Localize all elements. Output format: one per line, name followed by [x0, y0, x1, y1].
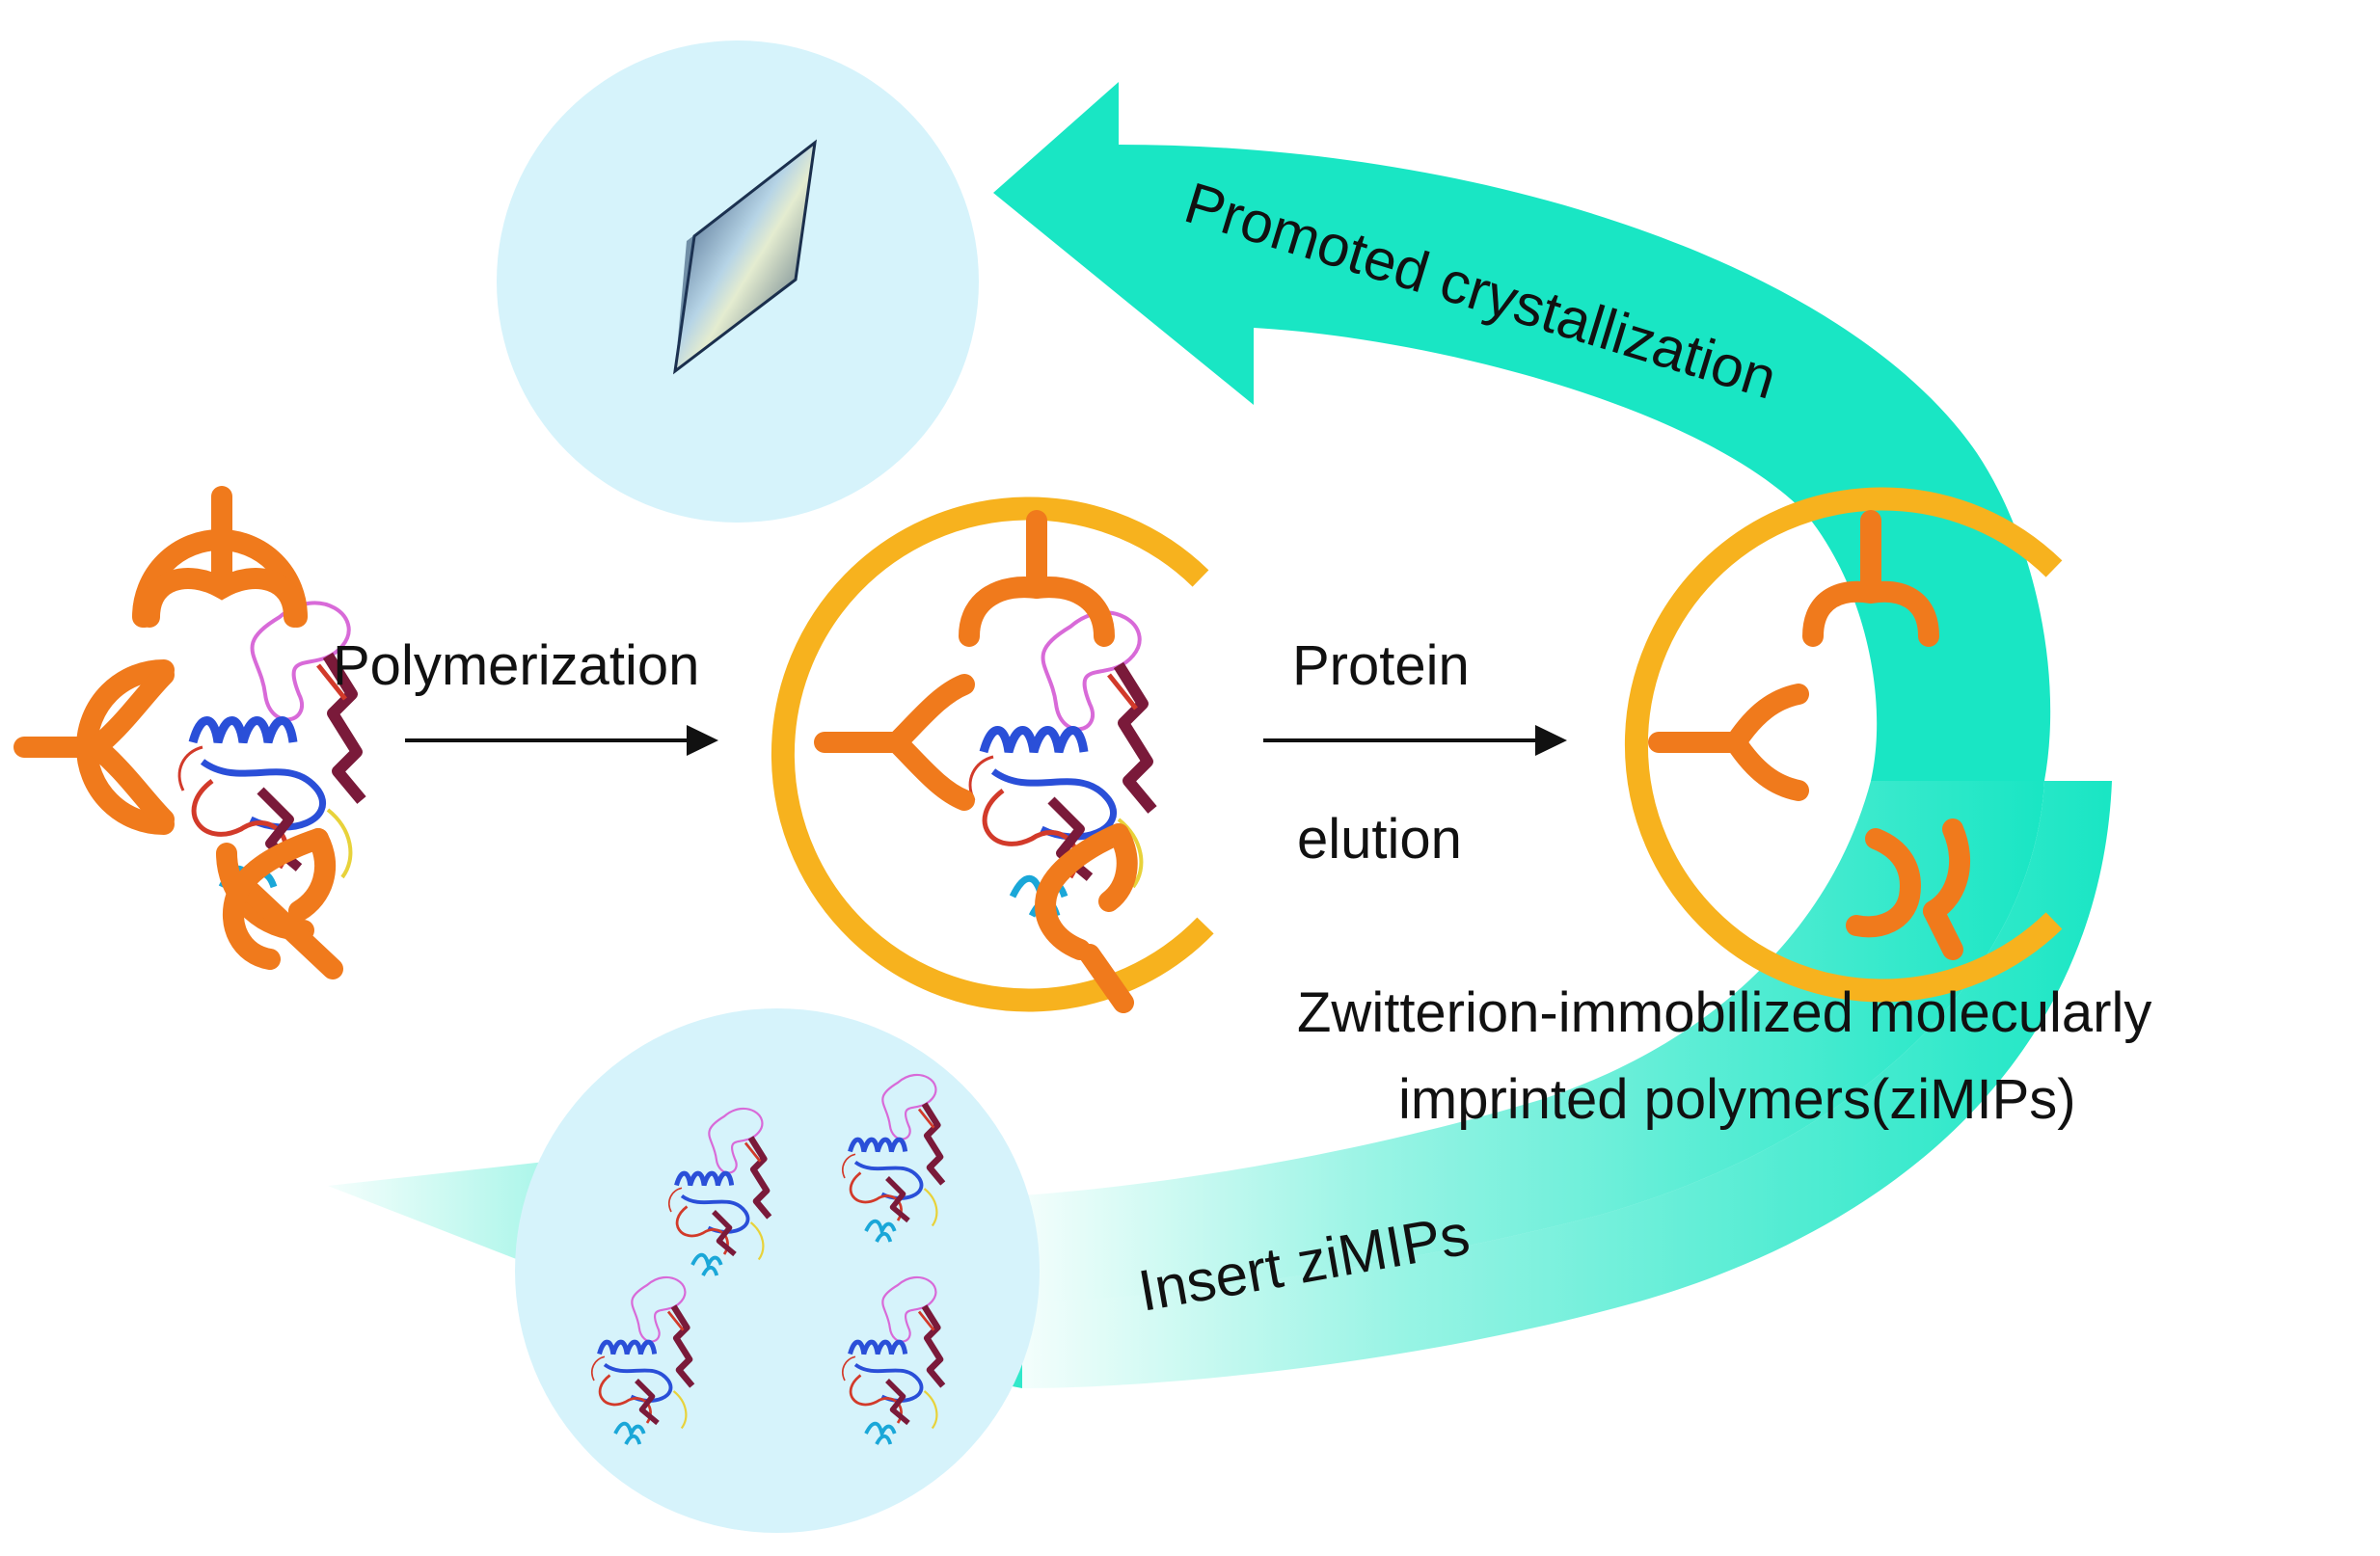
ziMIPs-caption-line1: Zwitterion-immobilized molecularly	[1297, 981, 2151, 1044]
insert-ziMIPs-arrow	[1022, 781, 2112, 1388]
protein-bubble	[515, 1008, 1040, 1533]
promoted-crystallization-arrow	[993, 82, 2051, 781]
protein-elution-arrow	[1263, 725, 1567, 756]
imprinted-polymer-with-template	[771, 496, 1214, 1013]
polymerization-label: Polymerization	[333, 634, 699, 697]
polymer-ring-icon	[771, 496, 1214, 1012]
elution-label: elution	[1297, 808, 1462, 871]
monomer-template-complex	[14, 486, 362, 979]
crystal-icon	[672, 139, 818, 375]
protein-label: Protein	[1292, 634, 1470, 697]
monomer-icon	[14, 486, 343, 979]
polymerization-arrow	[405, 725, 718, 756]
ziMIPs-caption-line2: imprinted polymers(ziMIPs)	[1398, 1068, 2076, 1131]
ziMIP-polymer	[1624, 487, 2063, 1003]
